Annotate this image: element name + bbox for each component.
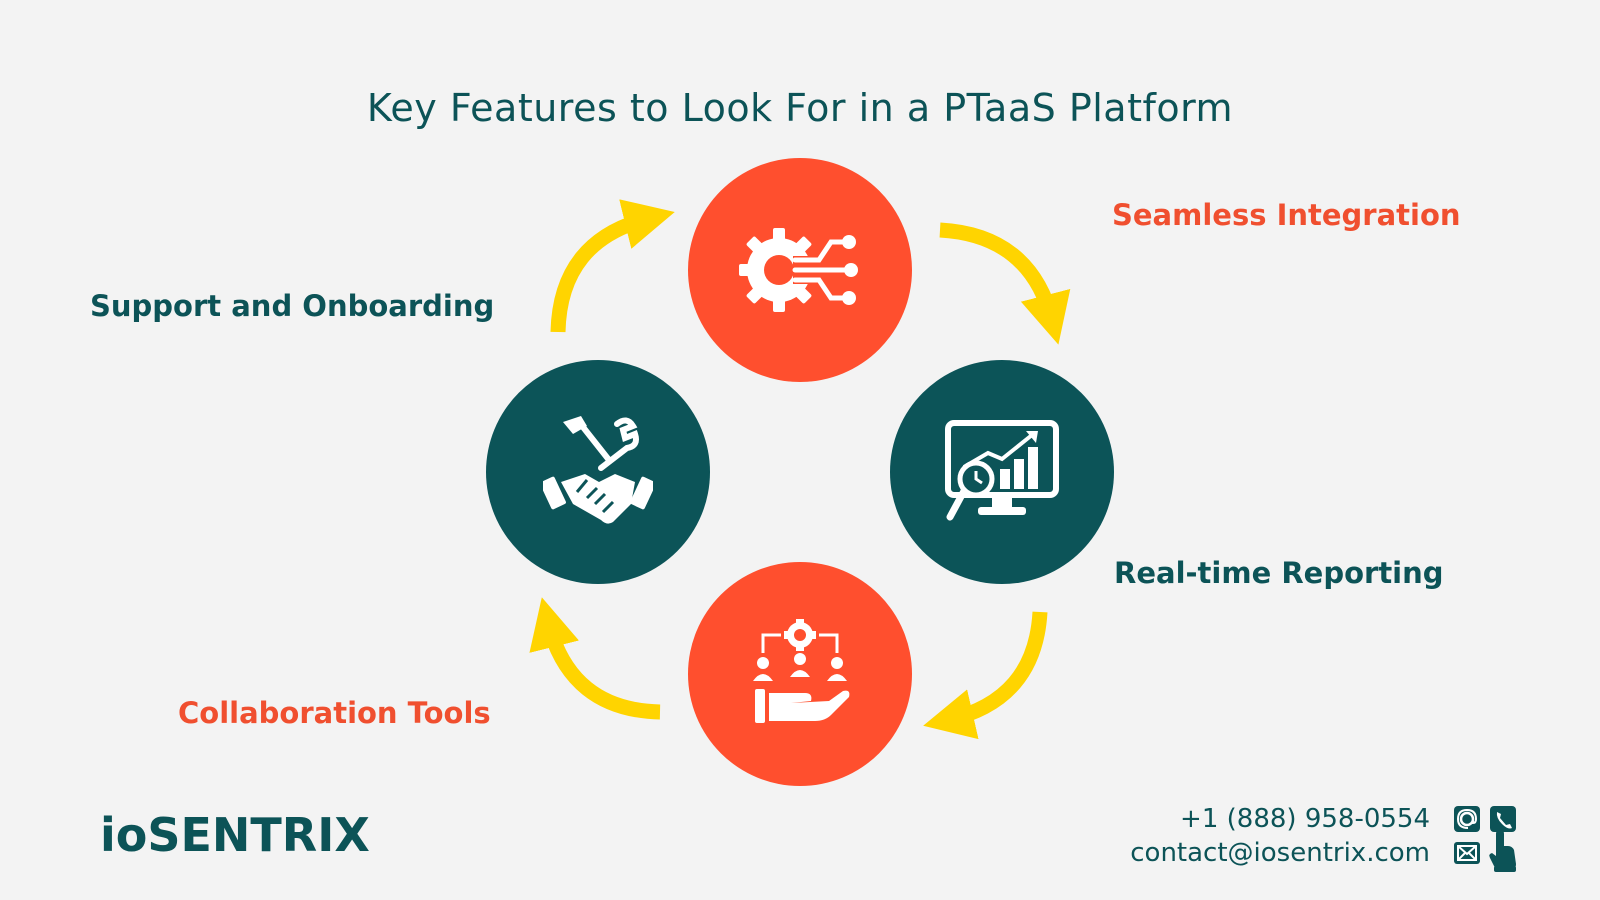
page-title: Key Features to Look For in a PTaaS Plat… <box>366 86 1234 130</box>
arrow-bottom-left <box>529 597 661 720</box>
circle-seamless-integration <box>688 158 912 382</box>
contact-block: +1 (888) 958-0554 contact@iosentrix.com <box>1130 802 1430 870</box>
label-seamless-integration: Seamless Integration <box>1112 198 1461 232</box>
circle-collaboration-tools <box>688 562 912 786</box>
contact-email: contact@iosentrix.com <box>1130 838 1430 868</box>
label-real-time-reporting: Real-time Reporting <box>1114 556 1444 590</box>
brand-logo-text: ioSENTRIX <box>100 808 370 862</box>
contact-icons <box>1454 806 1516 872</box>
mail-icon <box>1454 842 1480 864</box>
team-hand-gear-icon <box>753 619 850 723</box>
label-support-onboarding: Support and Onboarding <box>90 289 495 323</box>
circle-support-onboarding <box>486 360 710 584</box>
arrow-top-left <box>550 199 675 333</box>
at-sign-icon <box>1454 806 1480 832</box>
gear-circuit-icon <box>739 228 858 312</box>
arrow-top-right <box>939 222 1071 345</box>
contact-phone: +1 (888) 958-0554 <box>1180 804 1430 834</box>
monitor-chart-icon <box>945 420 1059 521</box>
hand-pointer-icon <box>1489 830 1516 872</box>
label-collaboration-tools: Collaboration Tools <box>178 696 491 730</box>
phone-icon <box>1490 806 1516 832</box>
arrow-bottom-right <box>923 611 1048 740</box>
handshake-tools-icon <box>543 416 653 524</box>
circle-real-time-reporting <box>890 360 1114 584</box>
